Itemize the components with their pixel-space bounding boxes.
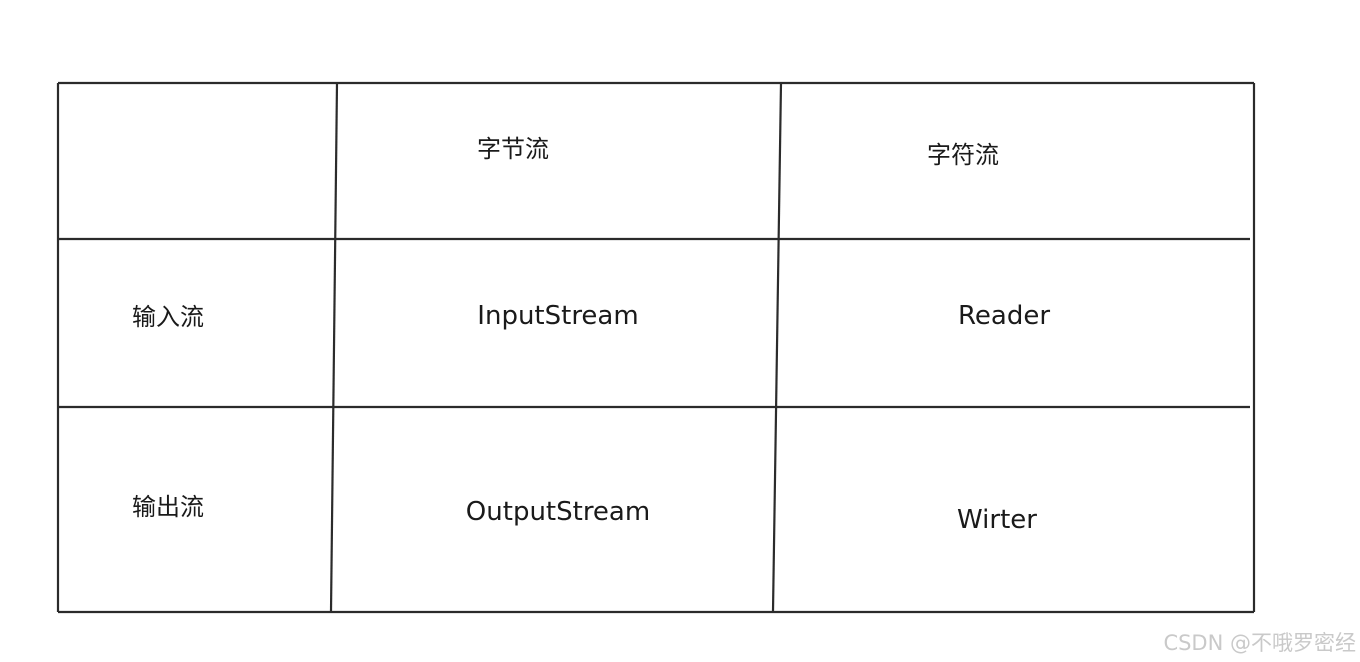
cell-writer: Wirter (957, 505, 1037, 535)
header-char-stream: 字符流 (927, 141, 999, 169)
header-byte-stream: 字节流 (477, 135, 549, 163)
row-label-output: 输出流 (132, 493, 204, 521)
cell-inputstream: InputStream (477, 301, 639, 331)
cell-reader: Reader (957, 301, 1051, 331)
col-divider-2 (771, 82, 783, 612)
col-divider-1 (329, 82, 339, 612)
row-label-input: 输入流 (132, 303, 204, 331)
cell-outputstream: OutputStream (465, 497, 651, 527)
watermark-text: CSDN @不哦罗密经 (1163, 631, 1356, 655)
